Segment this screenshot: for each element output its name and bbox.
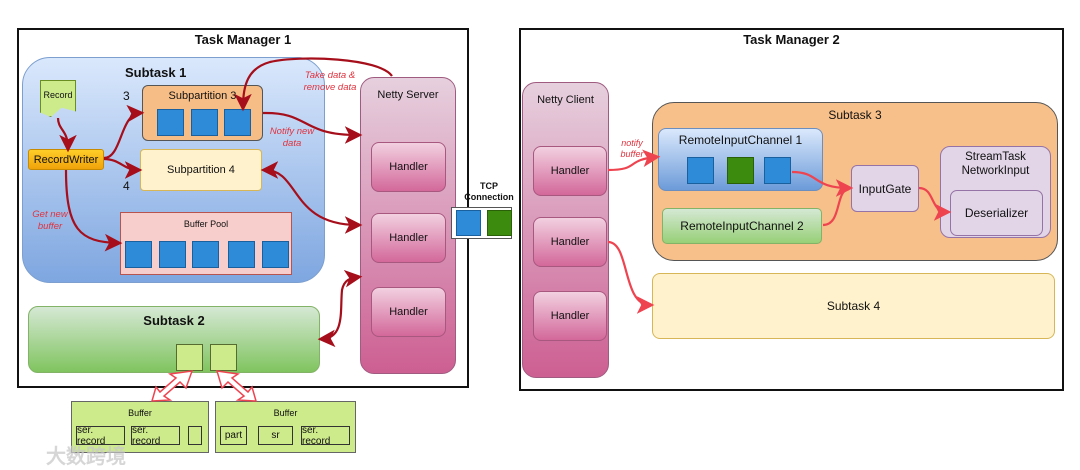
buffer-block — [157, 109, 184, 136]
watermark-logo: 大数跨境 — [46, 446, 126, 468]
buffer-block — [192, 241, 219, 268]
subpartition-3-label: Subpartition 3 — [168, 90, 237, 102]
buffer-1-title: Buffer — [128, 408, 152, 418]
ric1-label: RemoteInputChannel 1 — [678, 133, 803, 147]
get-new-buffer-label: Get new buffer — [32, 209, 68, 232]
buffer-2-title: Buffer — [273, 408, 298, 418]
task-manager-2-title: Task Manager 2 — [743, 32, 840, 47]
serialized-record: ser. record — [131, 425, 180, 447]
short-record: sr — [258, 426, 293, 445]
buffer-block — [228, 241, 255, 268]
buffer-block — [764, 157, 791, 184]
subtask-3-title: Subtask 3 — [828, 108, 882, 122]
buffer-block — [159, 241, 186, 268]
subtask-2 — [28, 306, 320, 373]
subtask-1-title: Subtask 1 — [125, 65, 187, 80]
record-label: Record — [43, 90, 73, 100]
buffer-block — [176, 344, 203, 371]
buffer-block — [687, 157, 714, 184]
deserializer: Deserializer — [950, 190, 1043, 236]
tcp-connection-label: TCP Connection — [464, 181, 514, 202]
client-handler: Handler — [533, 146, 607, 196]
server-handler: Handler — [371, 213, 446, 263]
record-writer: RecordWriter — [28, 149, 104, 170]
server-handler: Handler — [371, 142, 446, 192]
stream-task-label: StreamTask NetworkInput — [961, 151, 1030, 177]
buffer-block — [487, 210, 512, 236]
notify-buffer-label: notify buffer — [620, 138, 644, 159]
tcp-connection — [451, 207, 512, 239]
subtask-4: Subtask 4 — [652, 273, 1055, 339]
buffer-block — [456, 210, 481, 236]
client-handler: Handler — [533, 217, 607, 267]
stream-task-network-input: StreamTask NetworkInput Deserializer — [940, 146, 1051, 238]
buffer-1: Buffer ser. record ser. record — [71, 401, 209, 453]
take-data-label: Take data & remove data — [303, 70, 357, 93]
subpartition-4: Subpartition 4 — [140, 149, 262, 191]
subtask-2-title: Subtask 2 — [143, 313, 205, 328]
buffer-block — [262, 241, 289, 268]
buffer-block — [125, 241, 152, 268]
subpartition-3-number: 3 — [123, 89, 130, 103]
remote-input-channel-2: RemoteInputChannel 2 — [662, 208, 822, 244]
buffer-block — [224, 109, 251, 136]
server-handler: Handler — [371, 287, 446, 337]
partial-record: part — [220, 426, 247, 445]
buffer-pool-label: Buffer Pool — [183, 219, 229, 229]
buffer-block — [210, 344, 237, 371]
subpartition-4-number: 4 — [123, 179, 130, 193]
serialized-record: ser. record — [301, 425, 350, 447]
serialized-record: ser. record — [76, 425, 125, 447]
buffer-block — [727, 157, 754, 184]
netty-client-title: Netty Client — [537, 94, 594, 106]
client-handler: Handler — [533, 291, 607, 341]
notify-new-data-label: Notify new data — [269, 126, 315, 149]
input-gate: InputGate — [851, 165, 919, 212]
buffer-2: Buffer part sr ser. record — [215, 401, 356, 453]
remote-input-channel-1: RemoteInputChannel 1 — [658, 128, 823, 191]
partial-record-icon — [188, 426, 202, 445]
task-manager-1-title: Task Manager 1 — [194, 32, 292, 47]
netty-server-title: Netty Server — [377, 89, 439, 101]
buffer-block — [191, 109, 218, 136]
subpartition-3: Subpartition 3 — [142, 85, 263, 141]
buffer-pool: Buffer Pool — [120, 212, 292, 275]
